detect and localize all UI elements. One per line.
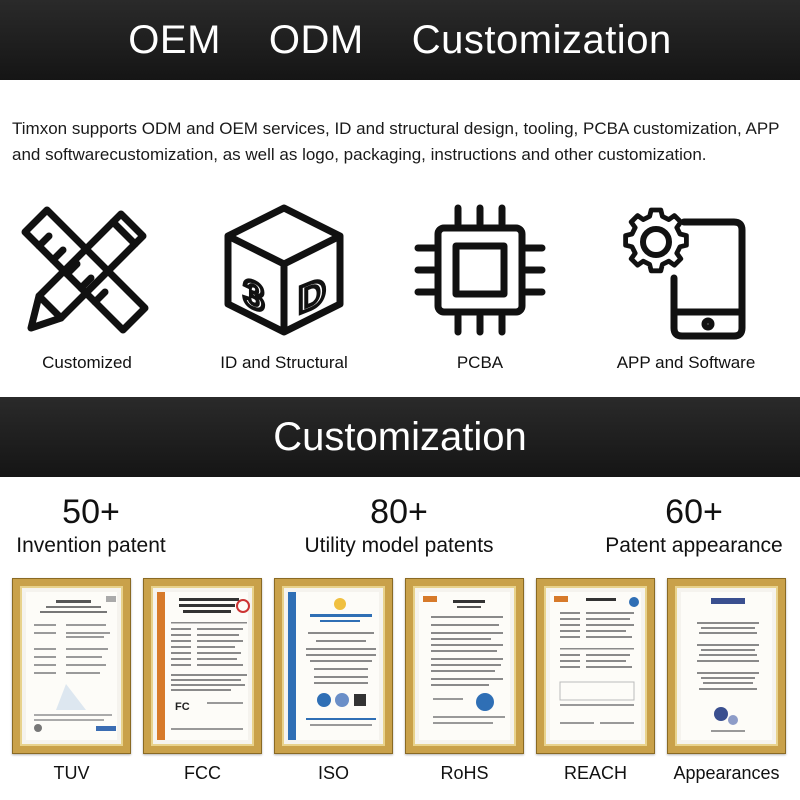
- phone-gear-icon: [623, 207, 746, 340]
- certificate-document-image: [550, 592, 641, 740]
- certificate-frame: [536, 578, 655, 754]
- certificate-label: REACH: [563, 763, 627, 783]
- stat-label: Utility model patents: [304, 534, 494, 557]
- certificate-frame: FC: [143, 578, 262, 754]
- certificate-label: ISO: [317, 763, 349, 783]
- section-banner: Customization: [0, 397, 800, 477]
- stat-number: 60+: [665, 493, 723, 531]
- service-label: ID and Structural: [220, 353, 348, 372]
- certificate-rohs: RoHS: [405, 578, 524, 784]
- chip-icon: [414, 204, 546, 336]
- service-label: Customized: [42, 353, 132, 372]
- section-title: Customization: [273, 414, 527, 459]
- certificate-frame: [12, 578, 131, 754]
- certificates-row: TUV: [0, 578, 800, 798]
- stat-number: 50+: [62, 493, 120, 531]
- services-row: Customized 3 D ID and Structural PCBA: [0, 195, 800, 385]
- stat-number: 80+: [370, 493, 428, 531]
- banner-word-oem: OEM: [128, 17, 221, 62]
- certificate-appearances: Appearances: [667, 578, 786, 784]
- service-id-structural: 3 D ID and Structural: [184, 195, 384, 385]
- certificate-document-image: [419, 592, 510, 740]
- certificate-document-image: FC: [157, 592, 250, 740]
- service-label: APP and Software: [616, 353, 756, 372]
- service-label: PCBA: [456, 353, 504, 372]
- stat-label: Invention patent: [16, 534, 166, 557]
- certificate-tuv: TUV: [12, 578, 131, 784]
- service-customized: Customized: [0, 195, 187, 385]
- certificate-label: Appearances: [673, 763, 780, 783]
- certificate-document-image: [26, 592, 117, 740]
- certificate-reach: REACH: [536, 578, 655, 784]
- banner-word-odm: ODM: [268, 17, 364, 62]
- svg-text:3: 3: [243, 270, 264, 321]
- svg-text:FC: FC: [175, 701, 190, 713]
- 3d-cube-icon: 3 D: [224, 204, 344, 336]
- certificate-label: RoHS: [440, 763, 489, 783]
- certificate-frame: [405, 578, 524, 754]
- pencil-ruler-icon: [21, 206, 149, 334]
- certificate-document-image: [681, 592, 772, 740]
- service-pcba: PCBA: [380, 195, 580, 385]
- top-banner: OEM ODM Customization: [0, 0, 800, 80]
- stat-invention: 50+ Invention patent: [0, 492, 182, 560]
- banner-word-customization: Customization: [411, 17, 672, 62]
- certificate-document-image: [288, 592, 379, 740]
- certificate-fcc: FC FCC: [143, 578, 262, 784]
- stat-utility: 80+ Utility model patents: [290, 492, 508, 560]
- patent-stats: 50+ Invention patent 80+ Utility model p…: [0, 492, 800, 562]
- certificate-frame: [274, 578, 393, 754]
- certificate-label: FCC: [184, 763, 221, 783]
- banner-words: OEM ODM Customization: [128, 18, 671, 63]
- certificate-frame: [667, 578, 786, 754]
- certificate-label: TUV: [53, 763, 90, 783]
- service-app-software: APP and Software: [586, 195, 786, 385]
- certificate-iso: ISO: [274, 578, 393, 784]
- stat-appearance: 60+ Patent appearance: [594, 492, 794, 560]
- stat-label: Patent appearance: [605, 534, 783, 557]
- intro-text: Timxon supports ODM and OEM services, ID…: [12, 119, 780, 164]
